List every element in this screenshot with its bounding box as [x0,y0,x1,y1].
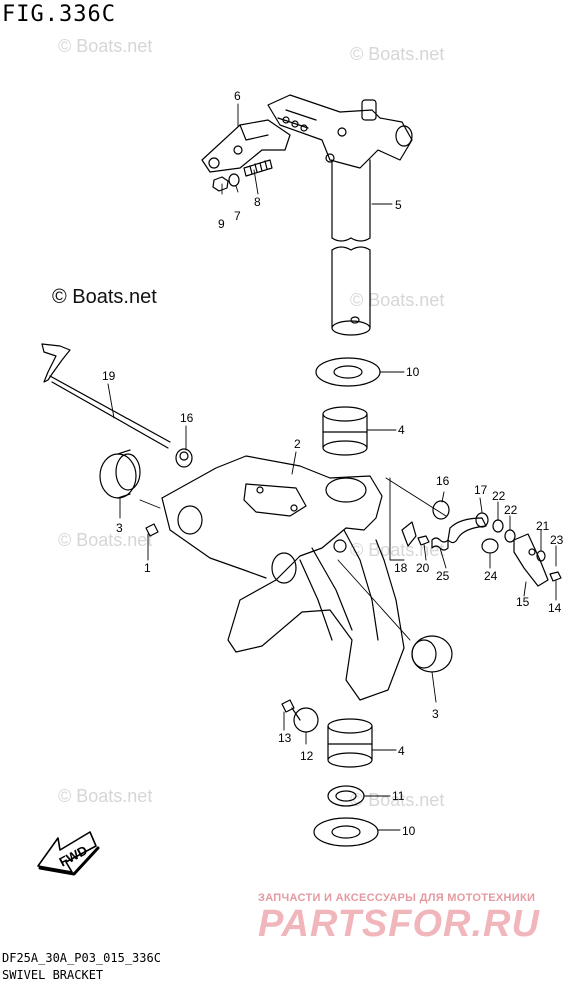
part-1-grease-nipple [145,523,159,537]
callout-18: 18 [394,561,408,575]
part-22-washer [492,519,516,543]
fwd-label: FWD [57,842,90,869]
callout-22-a: 22 [492,489,506,503]
callout-4-bottom: 4 [398,744,405,758]
callout-6: 6 [234,89,241,103]
callout-11: 11 [392,789,405,803]
callout-16-right: 16 [436,474,450,488]
part-3-bushing-right [411,635,453,673]
figure-caption: SWIVEL BRACKET [2,968,104,982]
part-20-screw [417,535,430,546]
steering-yoke [267,94,413,169]
callout-2: 2 [294,437,301,451]
watermark: © Boats.net [58,786,153,806]
callout-23: 23 [550,533,564,547]
watermark: © Boats.net [350,44,445,64]
part-24-bushing [481,538,499,554]
callout-24: 24 [484,569,498,583]
part-16-cap [175,448,193,468]
part-21-washer [536,550,546,562]
part-13-bolt [281,699,301,721]
part-4-bushing-top [322,406,368,456]
callout-20: 20 [416,561,430,575]
part-6-bracket [201,119,291,173]
callout-17: 17 [474,483,488,497]
part-19-tilt-lever [41,343,171,449]
part-12-spacer [293,707,319,733]
callout-4-top: 4 [398,423,405,437]
callout-21: 21 [536,519,550,533]
part-17-rod [447,512,489,544]
part-16-cap-right [432,500,450,520]
ad-subtitle: ЗАПЧАСТИ И АКСЕССУАРЫ ДЛЯ МОТОТЕХНИКИ [258,892,536,904]
watermark: © Boats.net [58,36,153,56]
callout-5: 5 [395,198,402,212]
figure-code: DF25A_30A_P03_015_336C [2,951,161,965]
callout-3-right: 3 [432,707,439,721]
figure-title: FIG.336C [2,2,116,27]
part-5-steering-shaft [331,159,371,336]
part-7-washer [228,173,240,187]
part-2-swivel-bracket [161,455,405,701]
callout-19: 19 [102,369,116,383]
watermark: © Boats.net [58,530,153,550]
part-10-washer-bottom [313,817,379,847]
callout-25: 25 [436,569,450,583]
callout-10-top: 10 [406,365,420,379]
part-3-bushing-left [99,449,141,499]
fwd-arrow-icon [37,831,100,876]
callout-15: 15 [516,595,530,609]
callout-16-left: 16 [180,411,194,425]
part-10-washer-top [315,357,381,387]
watermark-dark: © Boats.net [52,286,157,308]
part-25-spring [431,537,449,551]
callout-8: 8 [254,195,261,209]
part-14-nut [549,571,562,582]
part-11-washer [327,785,365,807]
watermark: © Boats.net [350,790,445,810]
callout-12: 12 [300,749,314,763]
part-9-nut [212,176,229,192]
callout-9: 9 [218,217,225,231]
part-4-bushing-bottom [327,718,373,768]
watermark: © Boats.net [350,290,445,310]
part-15-link [513,533,549,587]
ad-logo: PARTSFOR.RU [258,903,540,945]
callout-3-left: 3 [116,521,123,535]
part-18-plate [401,521,417,547]
callout-7: 7 [234,209,241,223]
callout-14: 14 [548,601,562,615]
callout-1: 1 [144,561,151,575]
part-8-bolt [243,159,273,177]
callout-10-bottom: 10 [402,824,416,838]
callout-22-b: 22 [504,503,518,517]
callout-13: 13 [278,731,292,745]
